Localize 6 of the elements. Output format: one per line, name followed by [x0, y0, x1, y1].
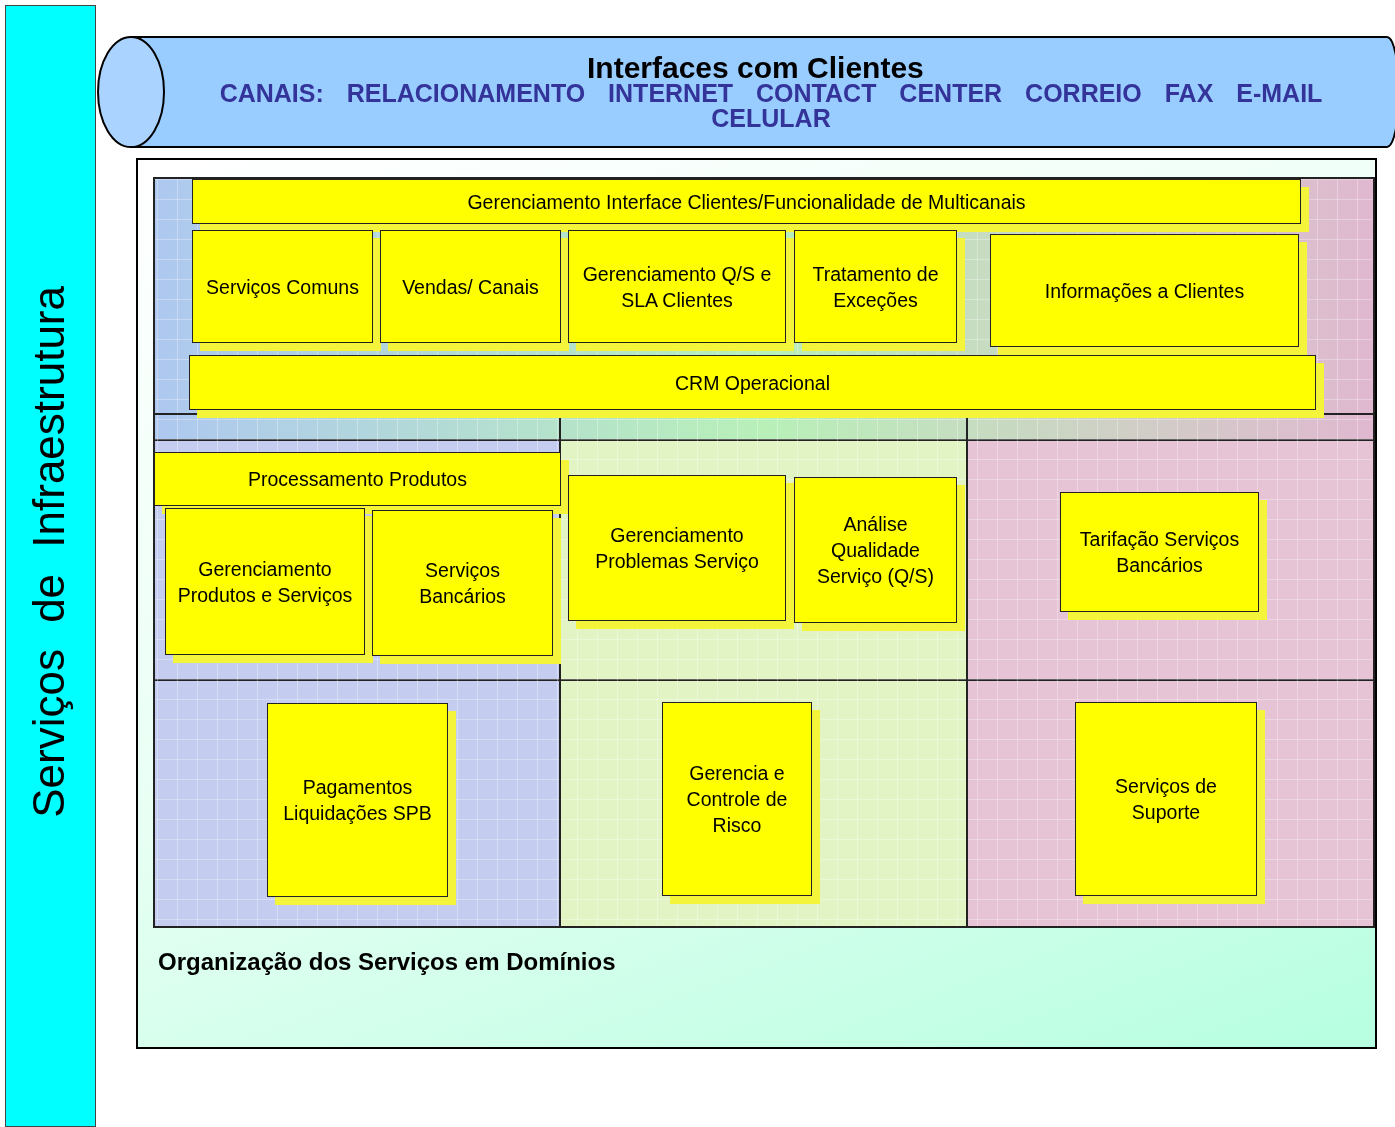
band-title: Serviços de Infraestrutura: [24, 286, 74, 818]
infrastructure-band: [5, 5, 96, 1127]
domain-panel: [136, 158, 1377, 1049]
panel-caption: Organização dos Serviços em Domínios: [158, 947, 616, 977]
channel-list: CANAIS: RELACIONAMENTO INTERNET CONTACT CENTER CORREIO FAX E-MAIL CELULAR: [185, 81, 1357, 131]
cylinder-title: Interfaces com Clientes: [587, 52, 924, 84]
